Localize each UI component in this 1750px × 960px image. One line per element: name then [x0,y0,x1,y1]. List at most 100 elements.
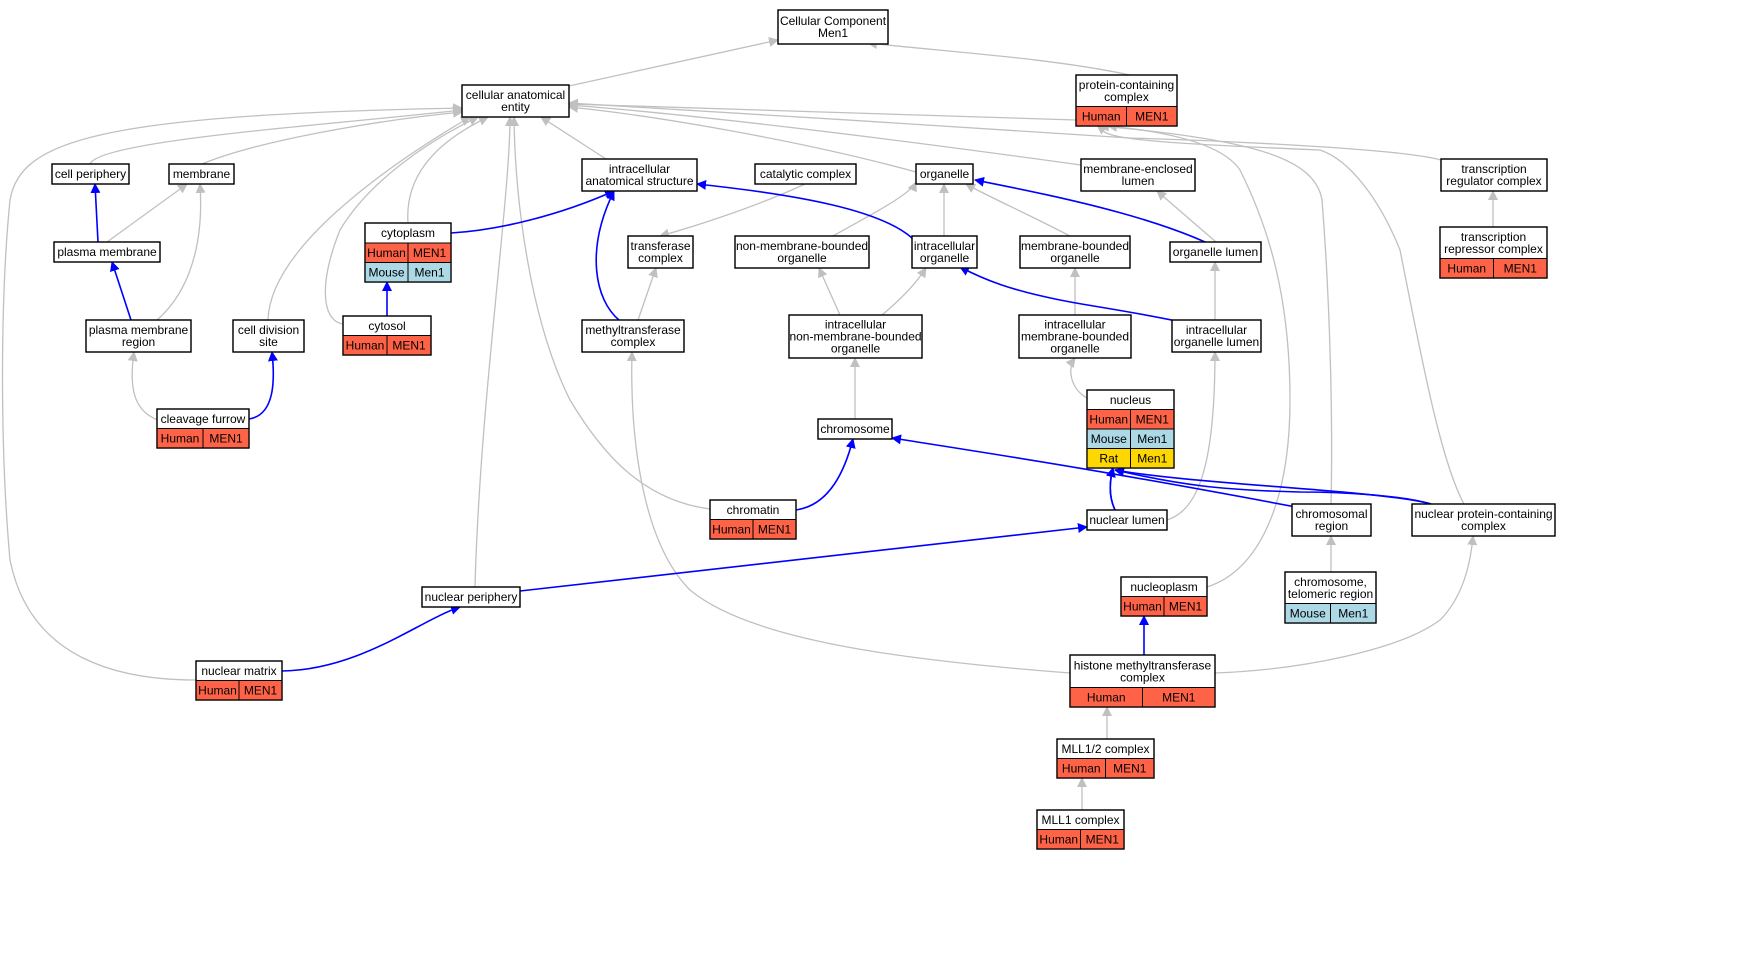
is-a-edge [156,183,206,321]
gene-label: MEN1 [1135,110,1169,124]
go-term-node-nuclumen[interactable]: nuclear lumen [1086,509,1168,531]
gene-label: Men1 [1338,607,1368,621]
node-label: complex [1104,90,1149,104]
node-outline [581,319,685,353]
go-term-node-organelle[interactable]: organelle [915,163,974,185]
species-label: Human [1062,762,1101,776]
gene-label: MEN1 [244,684,278,698]
node-outline [1086,389,1175,469]
go-term-node-plasmamem[interactable]: plasma membrane [53,241,161,263]
go-term-node-inmbo[interactable]: intracellularnon-membrane-boundedorganel… [788,314,923,359]
go-term-node-chromosome[interactable]: chromosome [817,418,893,440]
node-label: nuclear matrix [201,664,276,678]
node-label: chromosomal [1295,507,1367,521]
node-outline [342,315,432,356]
node-label: complex [611,335,656,349]
go-term-node-cellper[interactable]: cell periphery [51,163,130,185]
is-a-edge [626,351,1071,674]
is-a-edge [106,183,188,243]
node-label: regulator complex [1446,174,1541,188]
node-label: cell division [238,323,299,337]
species-label: Human [346,339,385,353]
node-label: intracellular [609,162,670,176]
node-box [777,9,889,45]
is-a-edge [127,351,159,421]
part-of-edge [90,183,101,243]
node-box [788,314,923,359]
node-outline [1036,809,1125,850]
is-a-edge [1107,121,1291,588]
go-term-node-catcomp[interactable]: catalytic complex [754,163,857,185]
gene-label: MEN1 [758,523,792,537]
node-outline [53,241,161,263]
node-label: non-membrane-bounded [789,330,921,344]
gene-label: Men1 [1137,432,1167,446]
node-outline [232,319,305,353]
node-label: membrane [173,167,231,181]
is-a-edge [637,267,658,321]
part-of-edge [891,434,1313,511]
node-label: region [1315,519,1348,533]
is-a-edge [89,106,463,165]
species-label: Human [1123,600,1162,614]
node-box [1440,158,1548,192]
species-label: Mouse [1290,607,1326,621]
gene-label: MEN1 [1086,833,1120,847]
edge-layer [1,37,1498,810]
part-of-edge [519,523,1088,592]
is-a-edge [568,102,917,173]
node-label: nucleus [1110,393,1151,407]
node-outline [1171,319,1262,353]
go-term-node-nucper[interactable]: nuclear periphery [421,586,521,608]
node-label: organelle [831,342,881,356]
go-term-node-membrane[interactable]: membrane [168,163,235,185]
node-label: membrane-enclosed [1083,162,1192,176]
node-label: intracellular [825,318,886,332]
node-outline [1075,74,1178,127]
node-outline [627,235,694,269]
part-of-edge [281,605,461,672]
node-label: plasma membrane [89,323,189,337]
is-a-edge [1099,121,1333,505]
gene-label: Men1 [414,266,444,280]
node-outline [581,158,698,192]
is-a-edge [407,116,489,224]
go-term-node-orglumen[interactable]: organelle lumen [1169,241,1262,263]
is-a-edge [1,103,463,681]
is-a-edge [881,267,927,316]
node-label: organelle lumen [1174,335,1259,349]
is-a-edge [568,100,1082,166]
node-label: nuclear periphery [425,590,518,604]
